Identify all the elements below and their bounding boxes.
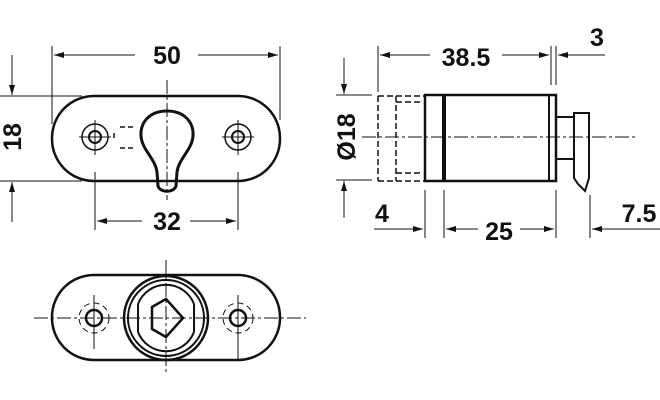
dimension-offset: 4	[375, 200, 389, 228]
cylinder-outer	[122, 274, 210, 362]
front-view: 50 18 32	[0, 42, 282, 236]
rear-view	[34, 260, 306, 375]
rear-hole-right	[222, 295, 254, 360]
rear-hole-left	[78, 295, 110, 349]
dimension-body-length: 25	[485, 218, 513, 246]
cam	[556, 112, 590, 193]
dimension-flange: 3	[590, 24, 604, 52]
dimension-hole-spacing: 32	[153, 208, 181, 236]
mounting-hole-left	[79, 120, 111, 155]
hidden-lines	[113, 126, 136, 149]
hidden-bore	[377, 95, 425, 182]
dimension-height: 18	[0, 123, 27, 151]
dimension-diameter: Ø18	[333, 113, 361, 160]
square-drive	[150, 297, 185, 339]
cylinder-body	[423, 93, 558, 183]
mounting-hole-right	[222, 120, 254, 155]
dimension-cam: 7.5	[622, 200, 657, 228]
plate-outline	[50, 94, 282, 183]
side-view: 38.5 3 Ø18 4 25 7.5	[333, 24, 660, 246]
key-plug	[137, 283, 195, 353]
dimension-overall-length: 38.5	[442, 44, 491, 72]
dimension-width: 50	[153, 42, 181, 70]
